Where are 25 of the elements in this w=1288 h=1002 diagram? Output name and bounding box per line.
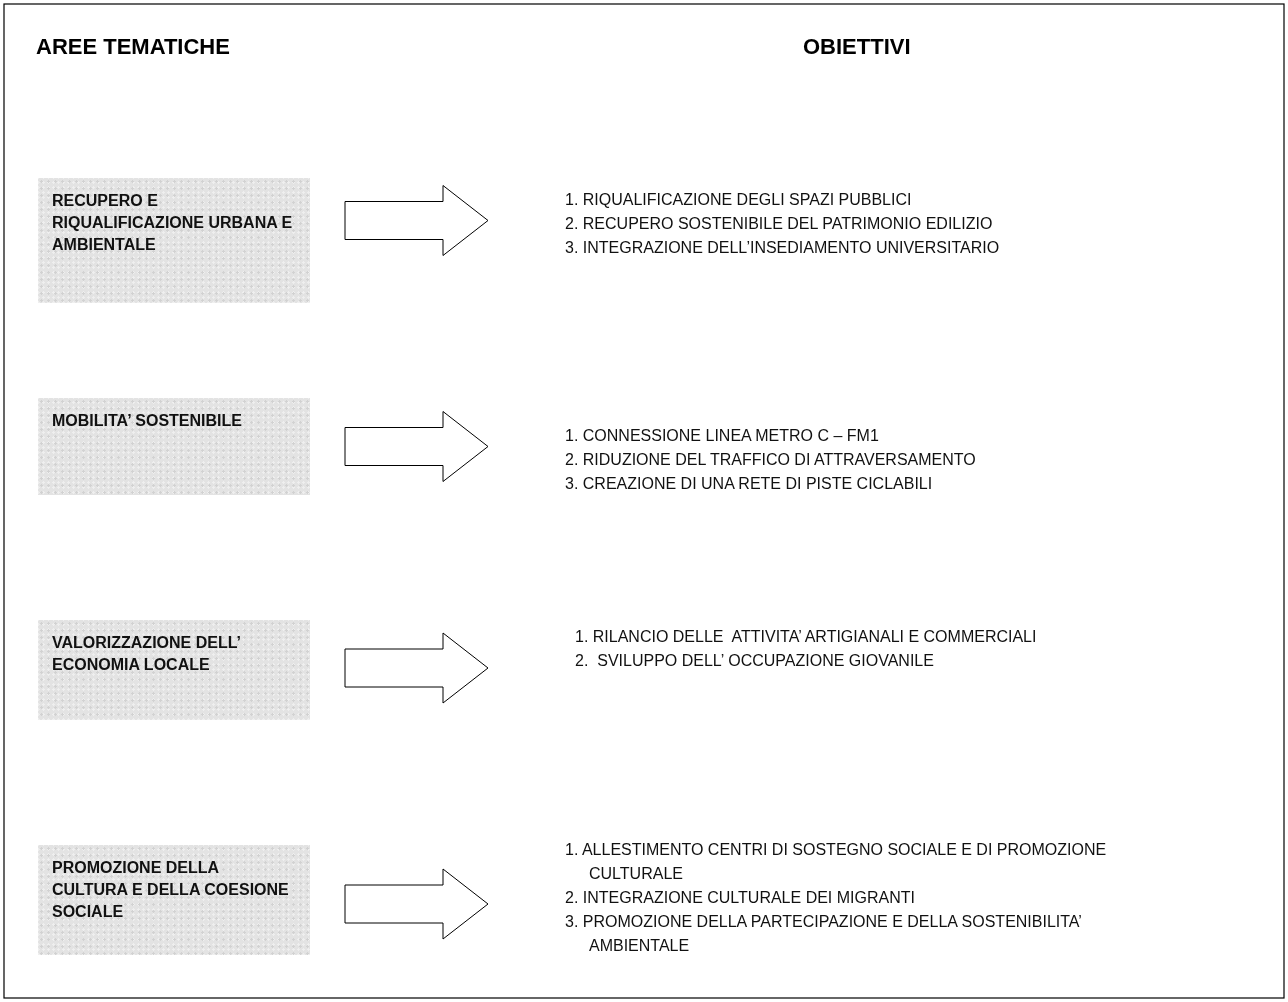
column-heading: OBIETTIVI — [803, 34, 911, 60]
block-arrow — [344, 632, 489, 704]
theme-box — [38, 178, 310, 303]
theme-title: VALORIZZAZIONE DELL’ ECONOMIA LOCALE — [52, 633, 242, 675]
theme-title: PROMOZIONE DELLA CULTURA E DELLA COESIONE SOCIALE — [52, 858, 290, 922]
theme-box — [38, 845, 310, 955]
theme-title: MOBILITA’ SOSTENIBILE — [52, 411, 243, 431]
objective-item: 1. CONNESSIONE LINEA METRO C – FM1 — [565, 426, 880, 446]
objective-item: 2. INTEGRAZIONE CULTURALE DEI MIGRANTI — [565, 888, 916, 908]
block-arrow — [344, 868, 489, 940]
theme-box — [38, 398, 310, 495]
theme-title: RECUPERO E RIQUALIFICAZIONE URBANA E AMBIENTALE — [52, 191, 294, 255]
objective-item: 2. SVILUPPO DELL’ OCCUPAZIONE GIOVANILE — [575, 651, 935, 671]
objective-item: 3. INTEGRAZIONE DELL’INSEDIAMENTO UNIVERSITARIO — [565, 238, 1001, 258]
objective-item: 1. ALLESTIMENTO CENTRI DI SOSTEGNO SOCIALE E DI PROMOZIONE CULTURALE — [565, 840, 1108, 884]
theme-box — [38, 620, 310, 720]
objective-item: 3. PROMOZIONE DELLA PARTECIPAZIONE E DELLA SOSTENIBILITA’ AMBIENTALE — [565, 912, 1083, 956]
objective-item: 2. RIDUZIONE DEL TRAFFICO DI ATTRAVERSAMENTO — [565, 450, 977, 470]
block-arrow — [344, 185, 489, 256]
objective-item: 1. RIQUALIFICAZIONE DEGLI SPAZI PUBBLICI — [565, 190, 913, 210]
objective-item: 1. RILANCIO DELLE ATTIVITA’ ARTIGIANALI E COMMERCIALI — [575, 627, 1038, 647]
objective-item: 2. RECUPERO SOSTENIBILE DEL PATRIMONIO EDILIZIO — [565, 214, 994, 234]
column-heading: AREE TEMATICHE — [36, 34, 230, 60]
block-arrow — [344, 411, 489, 482]
objective-item: 3. CREAZIONE DI UNA RETE DI PISTE CICLABILI — [565, 474, 934, 494]
